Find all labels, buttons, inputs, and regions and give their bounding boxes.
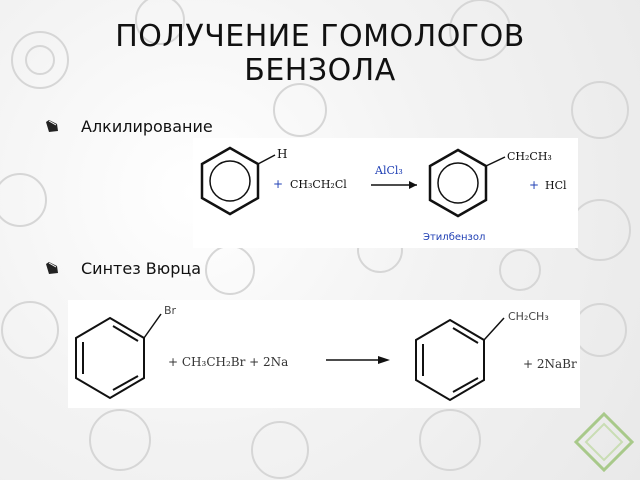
- bond-h: [257, 154, 276, 165]
- benzene-ring-bromobenzene: [75, 316, 145, 400]
- inner-double-bond: [452, 327, 479, 344]
- bullet-wurtz-label: Синтез Вюрца: [81, 259, 202, 278]
- aromatic-circle-product: [437, 162, 479, 204]
- reagents-wurtz: + CH₃CH₂Br + 2Na: [168, 355, 288, 369]
- bond-ethyl: [483, 317, 505, 341]
- bond-br: [143, 313, 162, 339]
- corner-ornament-icon: [573, 411, 635, 473]
- wurtz-reaction-diagram: Br + CH₃CH₂Br + 2Na CH₂CH₃ + 2NaBr: [75, 304, 577, 402]
- reagent-ethyl-chloride: CH₃CH₂Cl: [290, 178, 347, 191]
- plus-sign-1: +: [273, 177, 283, 191]
- inner-double-bond: [112, 325, 139, 342]
- bullet-alkylation-label: Алкилирование: [81, 117, 213, 136]
- aromatic-circle-reactant: [209, 160, 251, 202]
- product-ethyl-group: CH₂CH₃: [508, 310, 549, 323]
- substituent-h: H: [277, 147, 287, 161]
- product-ethyl-group: CH₂CH₃: [507, 150, 552, 163]
- page-title: ПОЛУЧЕНИЕ ГОМОЛОГОВ БЕНЗОЛА: [115, 19, 525, 88]
- inner-double-bond: [452, 377, 479, 393]
- substituent-br: Br: [164, 304, 177, 317]
- alkylation-reaction-diagram: H + CH₃CH₂Cl AlCl₃ CH₂CH₃ + HCl Этилбенз…: [200, 146, 567, 243]
- bullet-icon: [46, 120, 58, 132]
- inner-double-bond: [112, 375, 139, 391]
- alkylation-reaction-panel: H + CH₃CH₂Cl AlCl₃ CH₂CH₃ + HCl Этилбенз…: [193, 138, 578, 248]
- catalyst-label: AlCl₃: [374, 164, 403, 177]
- wurtz-reaction-panel: Br + CH₃CH₂Br + 2Na CH₂CH₃ + 2NaBr: [68, 300, 580, 408]
- bullet-icon: [46, 262, 58, 274]
- byproduct-nabr: + 2NaBr: [523, 357, 577, 371]
- byproduct-hcl: HCl: [545, 179, 567, 192]
- product-name-ethylbenzene: Этилбензол: [423, 232, 485, 243]
- benzene-ring-ethylbenzene: [415, 318, 485, 402]
- arrow-head-icon: [378, 356, 390, 364]
- bond-ethyl: [485, 156, 506, 167]
- arrow-head-icon: [409, 181, 417, 189]
- plus-sign-2: +: [529, 178, 539, 192]
